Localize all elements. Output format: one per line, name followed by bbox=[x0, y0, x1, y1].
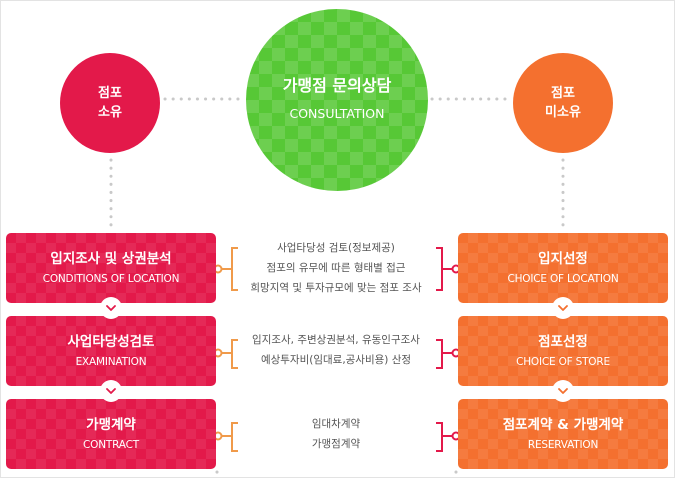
description-line: 입지조사, 주변상권분석, 유동인구조사 bbox=[252, 334, 420, 346]
step-title: 입지조사 및 상권분석 bbox=[50, 251, 172, 267]
consultation-circle: 가맹점 문의상담 CONSULTATION bbox=[246, 9, 428, 191]
step-contract: 가맹계약 CONTRACT bbox=[6, 399, 216, 469]
step-subtitle: RESERVATION bbox=[527, 439, 599, 451]
step-subtitle: CHOICE OF STORE bbox=[516, 356, 610, 368]
step-title: 가맹계약 bbox=[86, 417, 136, 433]
chevron-down-icon bbox=[552, 380, 574, 402]
chevron-down-icon bbox=[552, 297, 574, 319]
step-choice-of-store: 점포선정 CHOICE OF STORE bbox=[458, 316, 668, 386]
step-choice-of-location: 입지선정 CHOICE OF LOCATION bbox=[458, 233, 668, 303]
store-owned-line-2: 소유 bbox=[98, 105, 122, 120]
description-line: 가맹점계약 bbox=[311, 438, 361, 450]
store-not-owned-line-1: 점포 bbox=[551, 86, 575, 101]
step-examination: 사업타당성검토 EXAMINATION bbox=[6, 316, 216, 386]
description-line: 임대차계약 bbox=[311, 418, 361, 430]
step-title: 점포계약 & 가맹계약 bbox=[502, 417, 624, 433]
step-subtitle: CONTRACT bbox=[83, 439, 139, 451]
step-subtitle: CHOICE OF LOCATION bbox=[507, 273, 619, 285]
step-title: 입지선정 bbox=[538, 251, 588, 267]
step-title: 사업타당성검토 bbox=[67, 334, 155, 350]
description-line: 점포의 유무에 따른 형태별 접근 bbox=[266, 262, 406, 274]
consultation-subtitle: CONSULTATION bbox=[289, 106, 385, 121]
bracket-connector-icon bbox=[213, 422, 238, 452]
description-block-1: 사업타당성 검토(정보제공) 점포의 유무에 따른 형태별 접근 희망지역 및 … bbox=[230, 238, 442, 298]
step-reservation: 점포계약 & 가맹계약 RESERVATION bbox=[458, 399, 668, 469]
store-owned-line-1: 점포 bbox=[98, 86, 122, 101]
store-not-owned-line-2: 미소유 bbox=[545, 105, 581, 120]
description-line: 예상투자비(임대료,공사비용) 산정 bbox=[260, 354, 412, 366]
description-block-2: 입지조사, 주변상권분석, 유동인구조사 예상투자비(임대료,공사비용) 산정 bbox=[230, 330, 442, 370]
chevron-down-icon bbox=[100, 297, 122, 319]
bracket-connector-icon bbox=[436, 422, 461, 452]
description-block-3: 임대차계약 가맹점계약 bbox=[230, 414, 442, 454]
step-subtitle: CONDITIONS OF LOCATION bbox=[42, 273, 180, 285]
description-line: 희망지역 및 투자규모에 맞는 점포 조사 bbox=[250, 282, 422, 294]
description-line: 사업타당성 검토(정보제공) bbox=[277, 242, 395, 254]
bracket-connector-icon bbox=[436, 247, 461, 291]
chevron-down-icon bbox=[100, 380, 122, 402]
step-subtitle: EXAMINATION bbox=[75, 356, 147, 368]
step-location-analysis: 입지조사 및 상권분석 CONDITIONS OF LOCATION bbox=[6, 233, 216, 303]
consultation-title: 가맹점 문의상담 bbox=[282, 76, 392, 95]
store-owned-circle: 점포 소유 bbox=[60, 53, 160, 153]
step-title: 점포선정 bbox=[538, 334, 588, 350]
store-not-owned-circle: 점포 미소유 bbox=[513, 53, 613, 153]
